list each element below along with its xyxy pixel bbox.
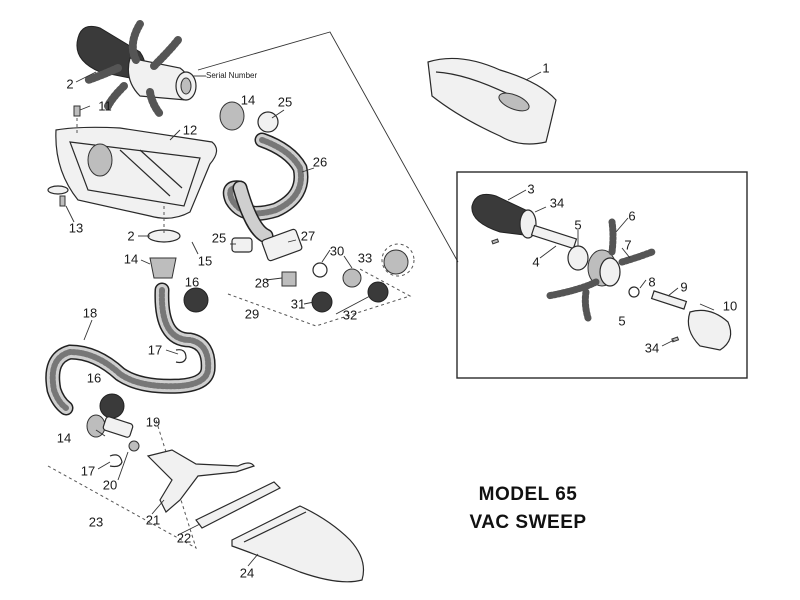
part-label-20: 20: [102, 477, 118, 493]
part-label-17: 17: [80, 463, 96, 479]
part-label-24: 24: [239, 565, 255, 581]
sweep-head-assembly: [76, 20, 197, 118]
bottom-sweep-head: [146, 449, 365, 583]
screw-and-washer-parts: [47, 105, 81, 207]
float-housing-part: [55, 126, 218, 219]
part-label-2: 2: [66, 76, 74, 92]
part-label-7: 7: [624, 237, 632, 253]
top-cover-part: [427, 57, 557, 145]
part-label-34: 34: [549, 195, 565, 211]
label-leader-lines: [65, 71, 715, 567]
model-title: MODEL 65: [478, 484, 578, 505]
part-label-11: 11: [98, 98, 112, 114]
part-label-23: 23: [88, 514, 104, 530]
part-label-14: 14: [240, 92, 256, 108]
part-label-16: 16: [86, 370, 102, 386]
part-label-26: 26: [312, 154, 328, 170]
part-label-12: 12: [182, 122, 198, 138]
part-label-15: 15: [197, 253, 213, 269]
serial-number-label: Serial Number: [206, 71, 258, 80]
part-label-25: 25: [277, 94, 293, 110]
part-label-25: 25: [211, 230, 227, 246]
part-label-14: 14: [56, 430, 72, 446]
part-label-21: 21: [145, 512, 161, 528]
part-label-5: 5: [618, 313, 626, 329]
part-label-8: 8: [648, 274, 656, 290]
product-title: VAC SWEEP: [469, 512, 587, 533]
part-label-17: 17: [147, 342, 163, 358]
inset-leader-line: [197, 31, 459, 263]
part-label-18: 18: [82, 305, 98, 321]
part-label-27: 27: [300, 228, 316, 244]
part-label-2: 2: [127, 228, 135, 244]
part-label-1: 1: [542, 60, 550, 76]
part-label-4: 4: [532, 254, 540, 270]
inset-panel: [456, 171, 748, 379]
part-label-34: 34: [644, 340, 660, 356]
part-label-30: 30: [329, 243, 345, 259]
lower-hose-assembly: [45, 206, 216, 550]
part-label-9: 9: [680, 279, 688, 295]
swivel-and-hose-parts: [219, 101, 415, 327]
part-label-3: 3: [527, 181, 535, 197]
part-label-16: 16: [184, 274, 200, 290]
part-label-19: 19: [145, 414, 161, 430]
part-label-10: 10: [722, 298, 738, 314]
part-label-28: 28: [254, 275, 270, 291]
part-label-31: 31: [290, 296, 306, 312]
part-label-32: 32: [342, 307, 358, 323]
part-label-6: 6: [628, 208, 636, 224]
part-label-33: 33: [357, 250, 373, 266]
part-label-5: 5: [574, 217, 582, 233]
inset-detail-parts: [471, 193, 732, 351]
part-label-22: 22: [176, 530, 192, 546]
part-label-14: 14: [123, 251, 139, 267]
part-label-13: 13: [68, 220, 84, 236]
part-label-29: 29: [244, 306, 260, 322]
